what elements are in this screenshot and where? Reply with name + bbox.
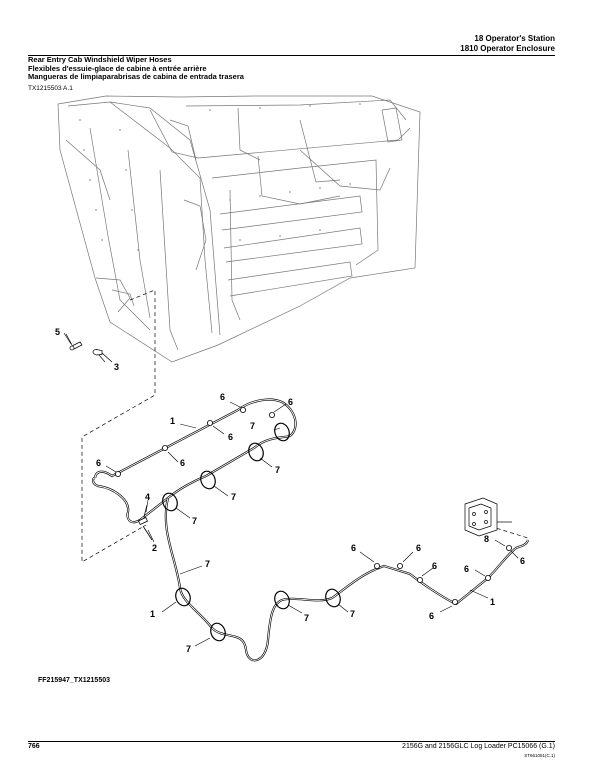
nozzle-part — [137, 504, 153, 541]
section-label: 18 Operator's Station — [474, 34, 555, 43]
page-number: 766 — [28, 743, 40, 750]
callout-4: 4 — [145, 492, 150, 502]
callout-1: 1 — [170, 416, 175, 426]
title-french: Flexibles d'essuie-glace de cabine à ent… — [28, 63, 207, 73]
callout-5: 5 — [55, 327, 60, 337]
callout-6: 6 — [429, 611, 434, 621]
callout-6: 6 — [288, 397, 293, 407]
spacer-part — [92, 349, 113, 363]
callout-6: 6 — [432, 561, 437, 571]
callout-1: 1 — [490, 597, 495, 607]
callout-6: 6 — [520, 556, 525, 566]
lower-hose — [164, 497, 530, 662]
illustration-code: TX1215503 A.1 — [28, 85, 73, 92]
title-english: Rear Entry Cab Windshield Wiper Hoses — [28, 55, 172, 64]
callout-1: 7 — [205, 559, 210, 569]
callout-6: 6 — [351, 543, 356, 553]
callout-8: 8 — [484, 534, 489, 544]
callout-numbers: 5 3 6 6 1 7 6 6 6 7 7 7 4 2 7 1 7 7 7 6 … — [55, 327, 525, 654]
cab-rivet-dots — [79, 103, 361, 251]
callout-3: 3 — [114, 362, 119, 372]
callout-6: 6 — [180, 458, 185, 468]
callout-6: 6 — [96, 458, 101, 468]
callout-6: 6 — [416, 543, 421, 553]
model-info: 2156G and 2156GLC Log Loader PC15066 (G.… — [402, 743, 555, 750]
callout-2: 2 — [152, 543, 157, 553]
wiper-motor-bracket — [464, 497, 512, 537]
footer-rule — [28, 741, 555, 742]
hose-fittings — [115, 406, 512, 606]
callout-7: 7 — [350, 609, 355, 619]
callout-7: 1 — [150, 609, 155, 619]
cab-structure-drawing — [57, 95, 421, 363]
callout-leaders — [63, 332, 519, 647]
screw-part — [65, 333, 83, 351]
callout-6: 6 — [464, 564, 469, 574]
page-title: Rear Entry Cab Windshield Wiper Hoses Fl… — [28, 55, 244, 82]
callout-7: 7 — [275, 465, 280, 475]
title-spanish: Mangueras de limpiaparabrisas de cabina … — [28, 72, 244, 81]
upper-hose — [91, 398, 297, 524]
callout-6: 6 — [228, 432, 233, 442]
callout-7: 7 — [231, 492, 236, 502]
document-code: ST661051(C.1) — [524, 753, 555, 758]
header-rule — [28, 55, 555, 56]
dashed-leader-lines — [81, 289, 529, 563]
callout-7: 7 — [186, 644, 191, 654]
hose-clamps — [162, 422, 341, 642]
figure-caption: FF215947_TX1215503 — [38, 677, 110, 684]
callout-7: 7 — [250, 421, 255, 431]
callout-7: 7 — [192, 516, 197, 526]
callout-6: 6 — [220, 392, 225, 402]
group-label: 1810 Operator Enclosure — [460, 44, 555, 53]
callout-7: 7 — [304, 613, 309, 623]
